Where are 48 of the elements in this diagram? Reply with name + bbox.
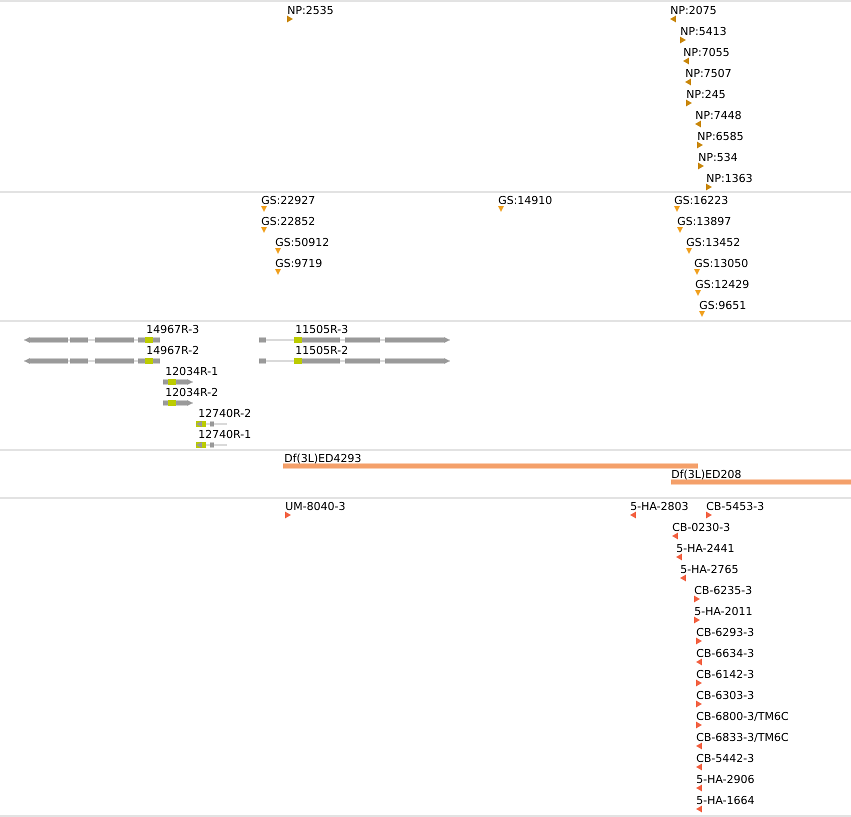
feature-label: NP:6585 — [698, 132, 743, 140]
feature-label: 5-HA-2906 — [697, 774, 754, 784]
feature-label: 11505R-2 — [296, 346, 348, 354]
feature-label: 5-HA-2011 — [695, 606, 752, 616]
feature-label: GS:12429 — [696, 280, 748, 288]
feature-label: GS:13897 — [678, 216, 730, 226]
feature-label: GS:13452 — [686, 238, 740, 246]
feature-label: GS:22852 — [262, 216, 314, 226]
feature-label: NP:534 — [699, 152, 737, 162]
feature-label: NP:7055 — [684, 48, 729, 56]
feature-label: CB-5453-3 — [706, 502, 764, 510]
feature-label: 12034R-1 — [166, 366, 218, 376]
feature-label: GS:13050 — [694, 258, 748, 268]
feature-label: CB-6235-3 — [694, 586, 752, 594]
feature-label: CB-0230-3 — [672, 522, 730, 532]
feature-label: CB-6303-3 — [696, 690, 754, 700]
feature-label: NP:2535 — [288, 6, 333, 14]
feature-label: 12034R-2 — [166, 388, 218, 396]
feature-label: 14967R-2 — [147, 346, 198, 354]
feature-label: GS:14910 — [498, 196, 552, 204]
feature-label: NP:2075 — [671, 6, 716, 14]
feature-label: NP:7507 — [686, 68, 731, 78]
feature-label: CB-6833-3/TM6C — [696, 732, 788, 742]
feature-label: 14967R-3 — [147, 324, 198, 334]
feature-label: Df(3L)ED208 — [672, 470, 741, 480]
feature-label: GS:9719 — [276, 258, 322, 268]
feature-label: CB-6800-3/TM6C — [696, 712, 788, 721]
feature-label: NP:7448 — [696, 110, 741, 120]
feature-label: 5-HA-2803 — [631, 502, 688, 510]
feature-label: 12740R-2 — [199, 408, 250, 418]
feature-label: GS:16223 — [674, 196, 728, 204]
feature-label: GS:9651 — [700, 300, 746, 310]
feature-label: GS:50912 — [276, 238, 328, 246]
feature-label: CB-6293-3 — [696, 628, 754, 636]
feature-label: 5-HA-2441 — [677, 544, 734, 552]
feature-label: UM-8040-3 — [286, 502, 345, 510]
feature-label: CB-6634-3 — [696, 648, 754, 658]
feature-label: CB-5442-3 — [696, 754, 754, 762]
feature-label: CB-6142-3 — [696, 670, 754, 678]
feature-label: 5-HA-1664 — [697, 796, 754, 804]
feature-label: Df(3L)ED4293 — [285, 454, 360, 464]
feature-label: NP:5413 — [681, 26, 726, 36]
feature-label: GS:22927 — [262, 196, 314, 204]
feature-label: NP:245 — [687, 90, 725, 98]
feature-label: NP:1363 — [707, 174, 752, 182]
feature-label: 11505R-3 — [296, 324, 348, 334]
feature-label: 12740R-1 — [199, 430, 250, 438]
feature-label: 5-HA-2765 — [681, 564, 738, 574]
